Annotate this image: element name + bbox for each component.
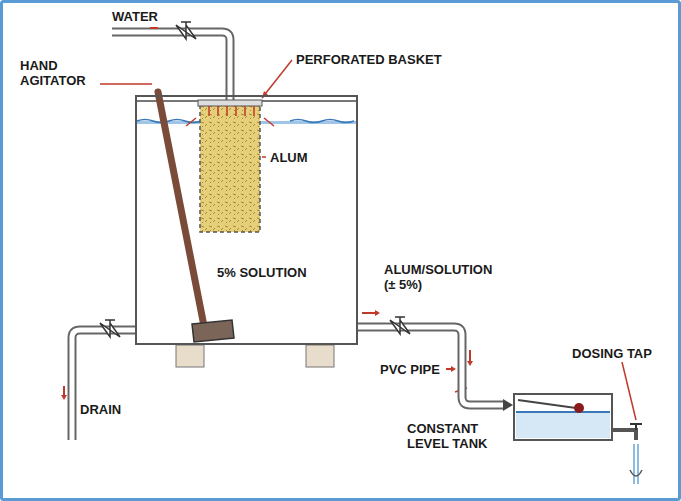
pvc-pipe	[358, 317, 513, 411]
part-label: WATER	[112, 9, 158, 24]
part-label: HAND AGITATOR	[20, 58, 102, 88]
mixing-tank: 5% SOLUTION	[135, 95, 358, 345]
float-ball	[574, 403, 584, 413]
part-label: DRAIN	[80, 402, 121, 417]
part-label: ALUM	[270, 150, 308, 165]
constant-level-tank: CONSTANT LEVEL TANK	[513, 393, 613, 441]
part-label: PVC PIPE	[380, 362, 440, 377]
part-label: PERFORATED BASKET	[296, 52, 442, 67]
solution-label: 5% SOLUTION	[217, 265, 307, 280]
dosing-tap	[613, 430, 636, 440]
part-label: DOSING TAP	[572, 346, 652, 361]
tank-support	[306, 345, 334, 367]
tank-support	[176, 345, 204, 367]
agitator-paddle	[192, 320, 234, 342]
hand-agitator	[158, 92, 204, 326]
drain-pipe	[72, 330, 135, 440]
inlet-valve	[176, 22, 196, 39]
drain-valve	[100, 320, 120, 337]
part-label: ALUM/SOLUTION (± 5%)	[384, 262, 504, 292]
tank-heading: CONSTANT LEVEL TANK	[407, 421, 505, 451]
perforated-basket	[200, 104, 260, 232]
water-pipe	[112, 32, 230, 100]
